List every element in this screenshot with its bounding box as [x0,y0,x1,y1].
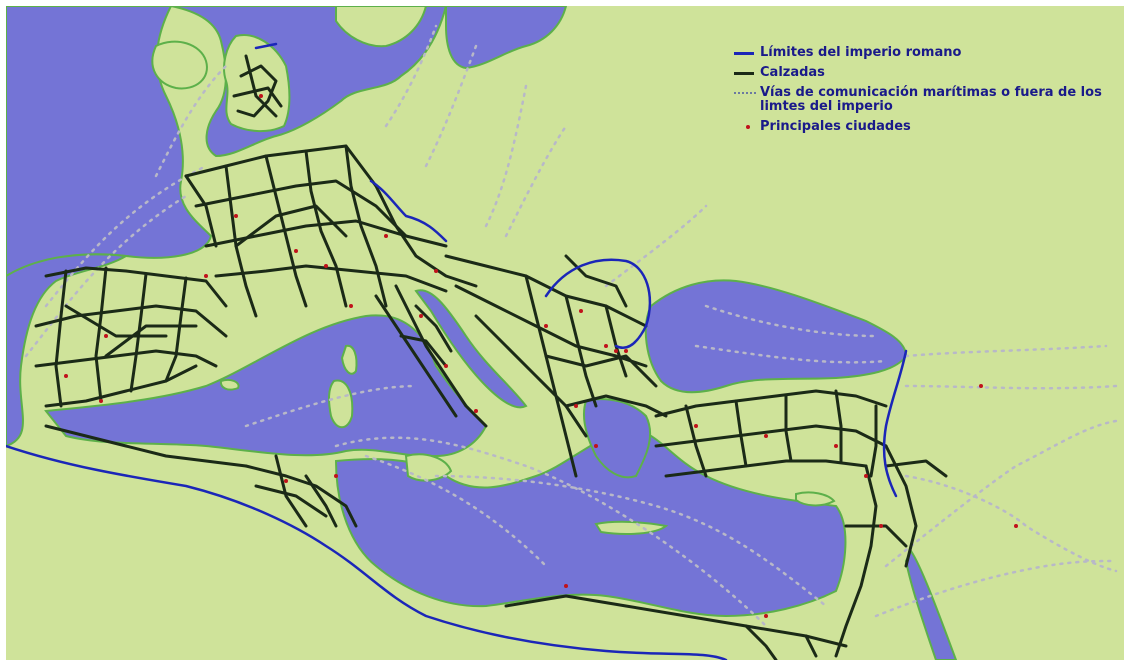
dotted-route-icon [734,86,756,100]
red-sea [904,549,958,660]
adriatic-sea [414,289,528,409]
island-crete [594,520,669,535]
bay-of-biscay [6,253,130,448]
road-line-icon [734,66,756,80]
island-cyprus [795,491,836,507]
legend-item-sea-routes: Vías de comunicación marítimas o fuera d… [734,86,1114,114]
island-corsica [340,344,358,375]
mediterranean-sea-east [334,429,847,618]
map-graphic [6,6,1118,660]
legend-label-border: Límites del imperio romano [760,45,962,60]
island-balearic [219,378,240,391]
sea-routes [24,24,1118,628]
map-legend: Límites del imperio romano Calzadas Vías… [734,46,1114,140]
britain [223,34,291,132]
aegean-sea [583,398,652,479]
legend-item-cities: Principales ciudades [734,120,1114,134]
city-dot-icon [734,120,756,134]
black-sea [644,279,908,394]
cities [64,94,1018,618]
legend-label-roads: Calzadas [760,65,825,80]
legend-item-roads: Calzadas [734,66,1114,80]
island-sardinia [328,379,354,429]
legend-label-sea-routes: Vías de comunicación marítimas o fuera d… [760,85,1102,114]
baltic-sea [445,6,568,70]
roman-roads [34,54,948,660]
legend-label-cities: Principales ciudades [760,119,911,134]
roman-roads-map: Límites del imperio romano Calzadas Vías… [6,6,1124,660]
empire-border [6,42,908,660]
island-sicily [404,453,453,482]
border-line-icon [734,46,756,60]
ireland [151,40,208,90]
legend-item-border: Límites del imperio romano [734,46,1114,60]
scandinavia [335,6,428,48]
